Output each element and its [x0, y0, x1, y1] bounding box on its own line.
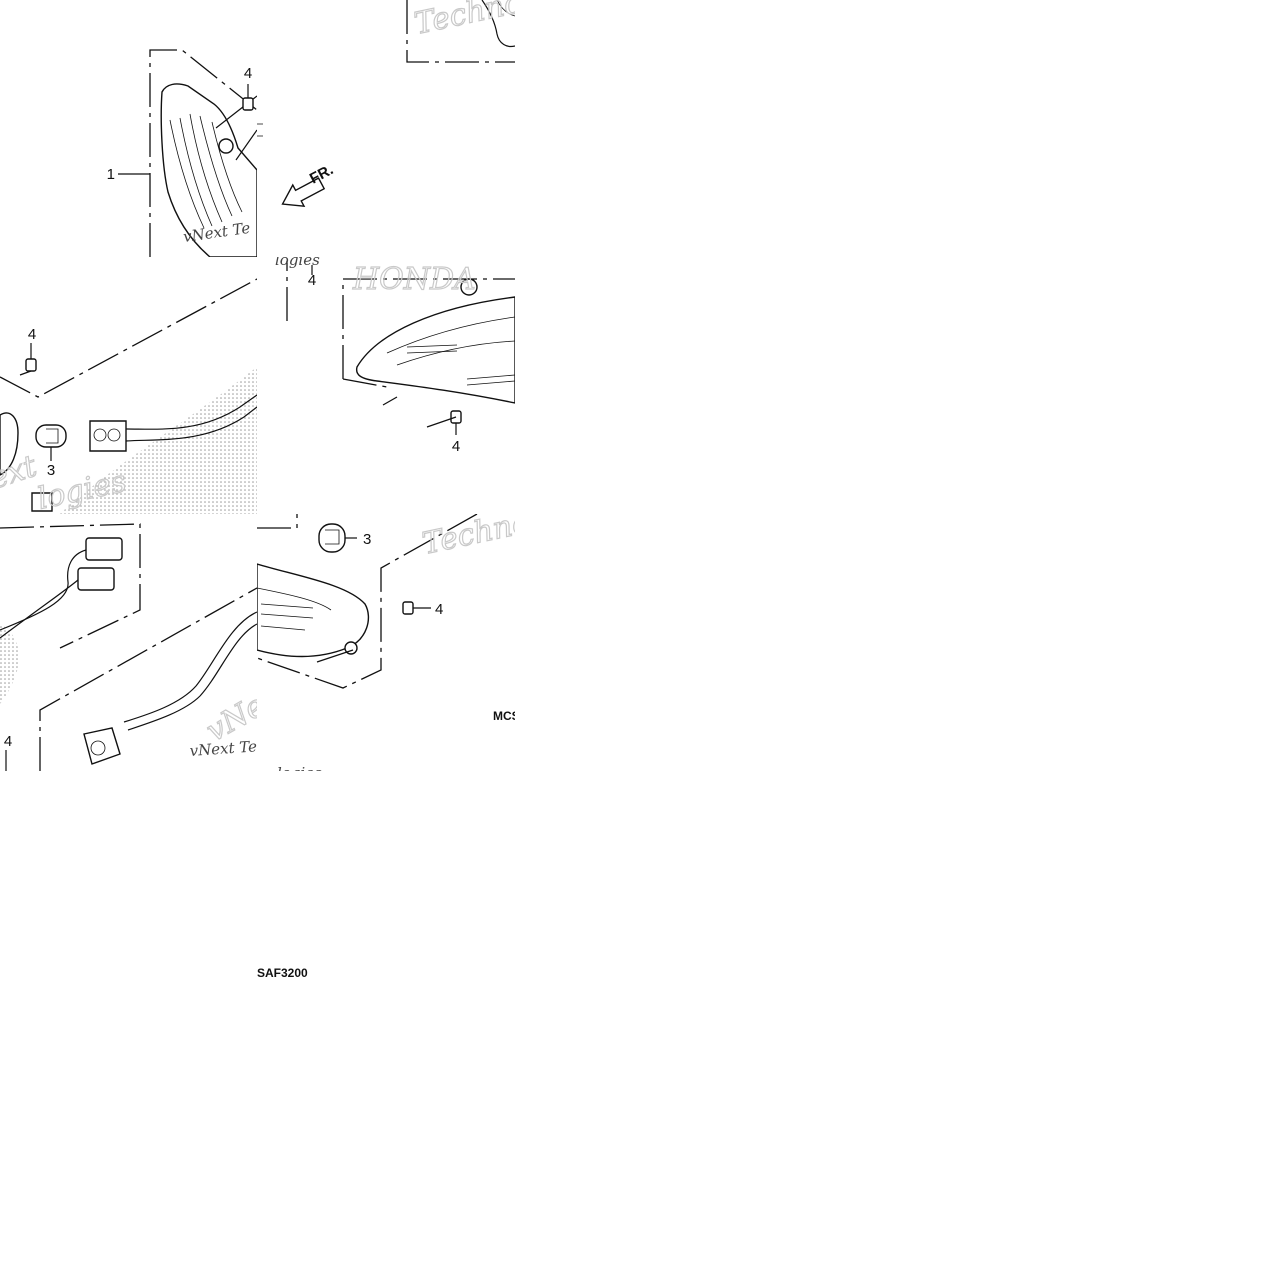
tile-headlight: 1 4 vNext Te	[0, 0, 257, 257]
watermark-brand: HONDA	[352, 262, 476, 297]
tile-signal-lens: 4 4 logies HONDA	[257, 257, 515, 514]
tile-rear-lens: 3 4 Techno MCS logies	[257, 514, 515, 771]
callout-part-4-lens-upper: 4	[308, 272, 316, 289]
callout-part-4: 4	[244, 65, 252, 82]
callout-part-4-harness: 4	[4, 733, 12, 750]
watermark-logies-upper: logies	[275, 257, 320, 269]
tile-harness: 4 vNext Te vNext Technologies	[0, 514, 257, 771]
watermark-logies-rear: logies	[277, 764, 322, 771]
tile-top-fragment: Techno	[257, 0, 515, 66]
code-mcs: MCS	[493, 709, 515, 723]
tile-front-marker: FR.	[257, 66, 515, 257]
tile-bulb-socket: 3 4 ext logies	[0, 257, 257, 514]
callout-part-3-rear: 3	[363, 531, 371, 548]
callout-part-4-bulb: 4	[28, 326, 36, 343]
watermark-techno-rear: Techno	[419, 514, 515, 562]
tile-catalog-code: SAF3200	[257, 771, 515, 1028]
code-saf: SAF3200	[257, 966, 308, 980]
callout-part-3: 3	[47, 462, 55, 479]
callout-part-4-rear: 4	[435, 601, 443, 618]
watermark-next-harness: vNext Te	[201, 651, 258, 749]
callout-part-1: 1	[107, 166, 115, 183]
watermark-techno: Techno	[411, 0, 515, 42]
callout-part-4-lens-lower: 4	[452, 438, 460, 455]
